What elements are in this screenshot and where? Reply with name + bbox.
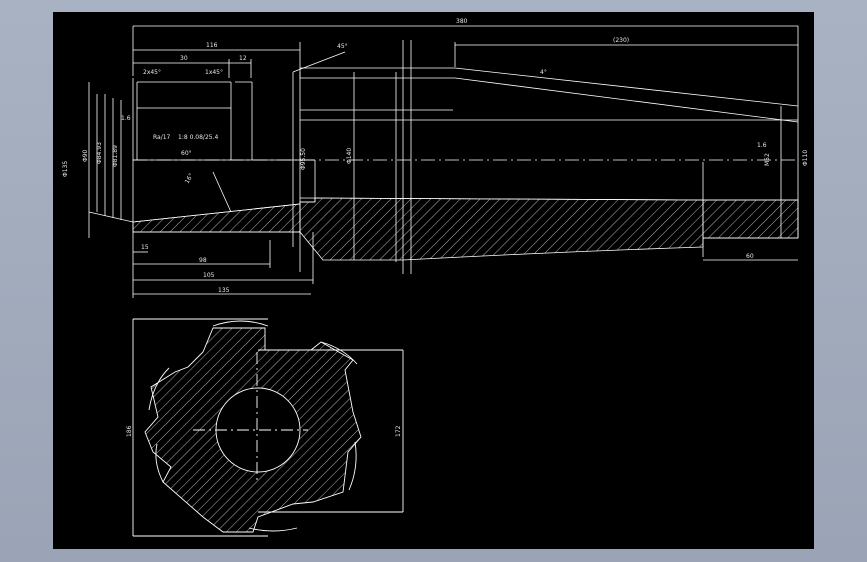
dim-end-height-right: 172 [395, 425, 402, 437]
dim-surface-a: 1.6 [121, 115, 131, 122]
cad-drawing: 380 116 30 12 2x45° 1x45° (230) 45° 4° 1… [62, 18, 809, 537]
dim-angle-cone: 16° [184, 172, 195, 185]
dim-surface-b: 1.6 [757, 142, 767, 149]
dim-bottom-105: 105 [203, 272, 215, 279]
dim-dia-left-1: Φ135 [62, 161, 69, 177]
drawing-sheet: 380 116 30 12 2x45° 1x45° (230) 45° 4° 1… [53, 12, 814, 549]
end-view [132, 318, 404, 537]
dim-chamfer-b: 1x45° [205, 69, 223, 76]
dim-dia-left-3: Φ84.93 [96, 142, 103, 164]
dim-dia-mid-1: Φ95.50 [300, 148, 307, 170]
dim-taper-len: (230) [613, 37, 629, 44]
end-view-keys [148, 320, 358, 532]
dim-dia-right-2: Φ110 [802, 150, 809, 166]
cone-section-hatch [299, 197, 799, 261]
dim-dia-mid-2: Φ140 [346, 148, 353, 164]
dim-bottom-98: 98 [199, 257, 207, 264]
dim-dia-left-2: Φ90 [82, 149, 89, 162]
dim-end-height-left: 186 [126, 425, 133, 437]
dim-collar-len: 30 [180, 55, 188, 62]
dim-right-60: 60 [746, 253, 754, 260]
dim-chamfer-a: 2x45° [143, 69, 161, 76]
end-view-hatch [144, 327, 362, 533]
dim-bottom-15: 15 [141, 244, 149, 251]
gdt-tolerance: 1:8 0.08/25.4 [178, 134, 218, 141]
dim-dia-right-1: M52 [764, 153, 771, 166]
gdt-note: Ra/17 [153, 134, 171, 141]
shank-section-hatch [132, 203, 301, 233]
dim-overall-length: 380 [456, 18, 468, 25]
dim-shank-length: 116 [206, 42, 218, 49]
dim-angle-taper: 4° [540, 69, 547, 76]
dim-angle-inner: 60° [181, 150, 192, 157]
dim-dia-left-4: Φ81.89 [112, 145, 119, 167]
dim-bottom-135: 135 [218, 287, 230, 294]
dim-head-small: 12 [239, 55, 247, 62]
dim-angle-top: 45° [337, 43, 348, 50]
